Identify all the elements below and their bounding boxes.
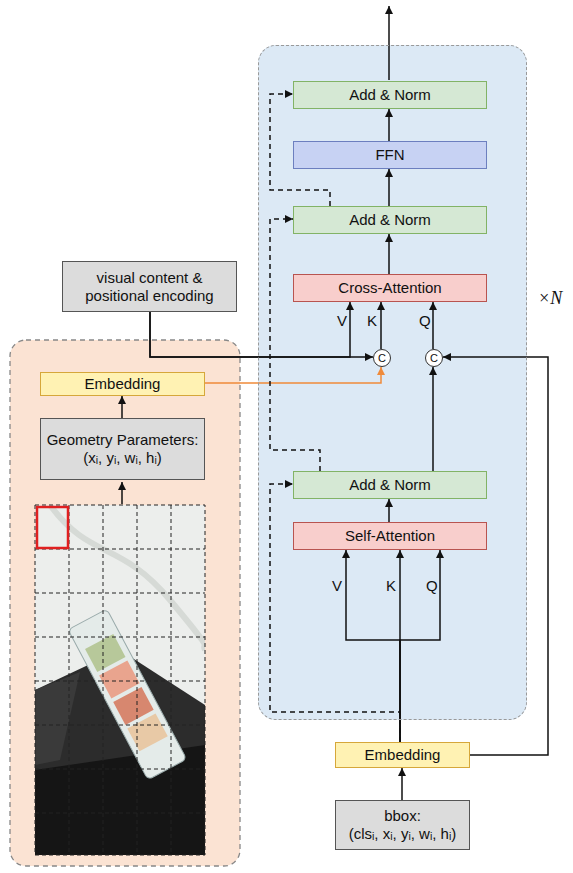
concat-symbol: C xyxy=(430,352,438,364)
box-label: Cross-Attention xyxy=(338,279,441,297)
connector xyxy=(380,302,382,349)
concat-symbol: C xyxy=(378,352,386,364)
box-label: Add & Norm xyxy=(349,86,431,104)
input-label: Q xyxy=(425,577,439,594)
box-label: Geometry Parameters: xyxy=(47,431,199,449)
box-label: Embedding xyxy=(85,375,161,393)
box-label: Self-Attention xyxy=(345,527,435,545)
connector xyxy=(432,302,434,349)
repeat-count: ×N xyxy=(538,289,562,307)
connector xyxy=(388,499,390,522)
box-label: bbox: xyxy=(384,807,421,825)
box-label: Add & Norm xyxy=(349,211,431,229)
box-label: Add & Norm xyxy=(349,476,431,494)
residual-connector xyxy=(270,219,320,471)
input-box: visual content & positional encoding xyxy=(62,261,237,312)
connector xyxy=(205,367,381,383)
add-norm-box: Add & Norm xyxy=(293,81,487,109)
selected-patch xyxy=(37,507,68,548)
input-label: K xyxy=(366,312,378,329)
embedding-box: Embedding xyxy=(40,372,205,396)
box-label: Embedding xyxy=(365,746,441,764)
connector xyxy=(150,312,373,357)
connector xyxy=(388,109,390,141)
image-to-geometry-arrow xyxy=(121,482,123,504)
input-label: K xyxy=(385,577,397,594)
input-label: V xyxy=(336,312,348,329)
connector xyxy=(432,367,434,471)
connector xyxy=(388,234,390,274)
cross-attention-box: Cross-Attention xyxy=(293,274,487,302)
decoder-layer-panel: ×NAdd & NormFFNAdd & NormCross-Attention… xyxy=(258,45,527,720)
connector xyxy=(401,768,403,800)
box-label: (clsᵢ, xᵢ, yᵢ, wᵢ, hᵢ) xyxy=(349,825,457,843)
connector xyxy=(121,396,123,418)
add-norm-box: Add & Norm xyxy=(293,206,487,234)
embedding-box: Embedding xyxy=(335,742,470,768)
input-image xyxy=(35,505,205,855)
box-label: FFN xyxy=(375,146,404,164)
box-label: (xᵢ, yᵢ, wᵢ, hᵢ) xyxy=(83,449,162,467)
input-label: Q xyxy=(418,312,432,329)
geometry-panel xyxy=(10,340,240,866)
input-label: V xyxy=(331,577,343,594)
box-label: visual content & positional encoding xyxy=(67,269,232,305)
geometry-box: Geometry Parameters:(xᵢ, yᵢ, wᵢ, hᵢ) xyxy=(40,418,205,480)
concat-circle: C xyxy=(425,349,443,367)
connector xyxy=(400,550,440,742)
connector xyxy=(443,357,548,755)
ffn-box: FFN xyxy=(293,141,487,169)
self-attention-box: Self-Attention xyxy=(293,522,487,550)
concat-circle: C xyxy=(373,349,391,367)
bbox-box: bbox:(clsᵢ, xᵢ, yᵢ, wᵢ, hᵢ) xyxy=(335,800,470,850)
output-arrow xyxy=(388,6,390,80)
connector xyxy=(388,169,390,206)
add-norm-box: Add & Norm xyxy=(293,471,487,499)
connector xyxy=(346,550,400,742)
image-frame xyxy=(35,505,205,855)
